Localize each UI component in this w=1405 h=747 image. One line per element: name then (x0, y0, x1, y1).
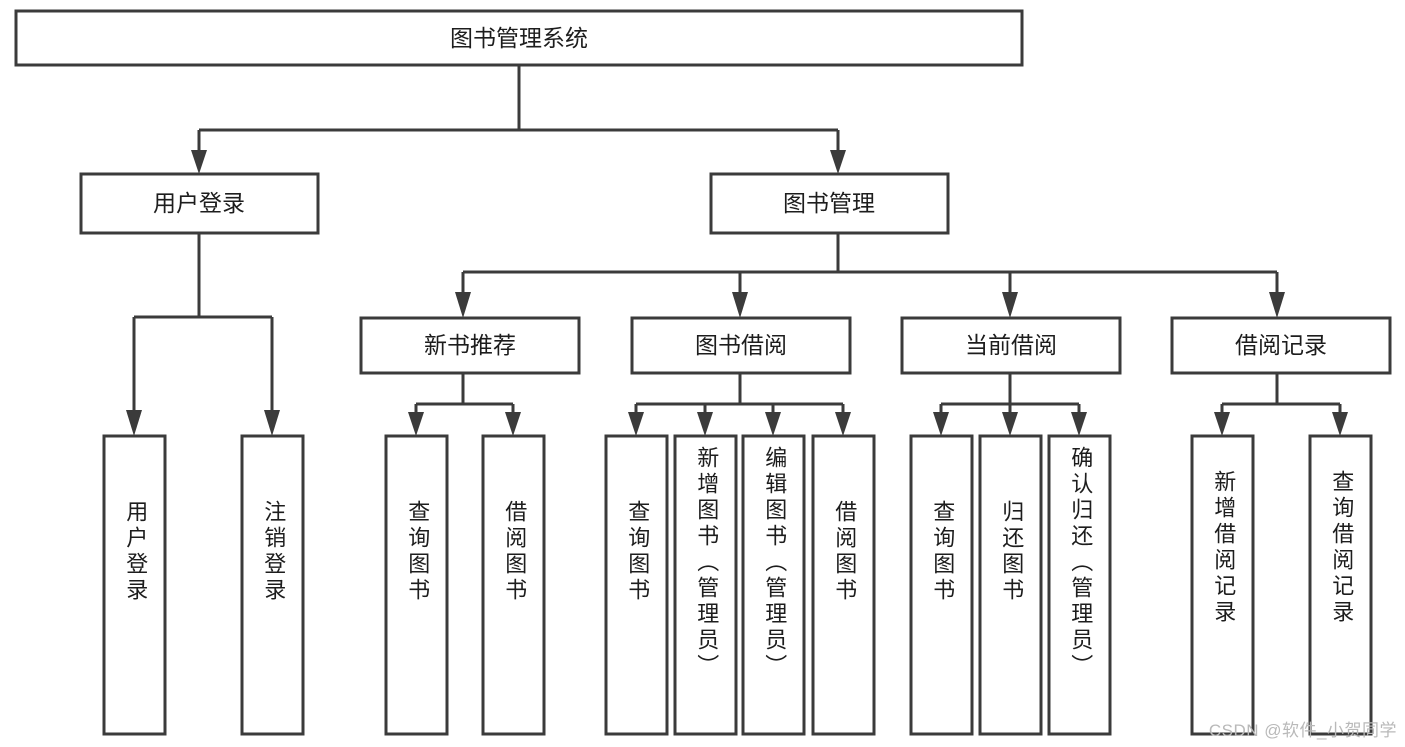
leaf-label-cb-query: 查询图书 (930, 500, 955, 604)
book-management-box[interactable] (709, 172, 950, 235)
leaf-label-bb-query: 查询图书 (625, 500, 650, 604)
leaf-box-cb-return[interactable] (978, 434, 1043, 736)
current-borrow-label: 当前借阅 (965, 332, 1057, 358)
leaf-box-cb-query[interactable] (909, 434, 974, 736)
arrow-newbook-leaf-1 (408, 412, 424, 436)
leaf-label-newbook-query: 查询图书 (405, 500, 430, 604)
arrow-currentborrow-leaf-3 (1071, 412, 1087, 436)
arrow-to-borrow-record (1269, 292, 1285, 318)
arrow-user-to-login (126, 410, 142, 436)
leaf-node[interactable]: 确认归还（管理员） (1047, 434, 1112, 736)
leaf-label-bb-add: 新增图书（管理员） (694, 446, 719, 680)
leaf-box-br-query[interactable] (1308, 434, 1373, 736)
arrow-bookborrow-leaf-4 (835, 412, 851, 436)
leaf-node[interactable]: 查询图书 (384, 434, 449, 736)
arrow-bookborrow-leaf-3 (765, 412, 781, 436)
book-management-label: 图书管理 (783, 190, 875, 216)
new-book-recommend-label: 新书推荐 (424, 332, 516, 358)
leaf-label-bb-edit: 编辑图书（管理员） (762, 446, 787, 680)
leaf-label-br-query: 查询借阅记录 (1329, 470, 1354, 626)
root-label: 图书管理系统 (450, 25, 588, 51)
leaf-node[interactable]: 借阅图书 (481, 434, 546, 736)
leaf-label-br-add: 新增借阅记录 (1211, 470, 1236, 626)
arrow-to-new-book (455, 292, 471, 318)
leaf-node[interactable]: 查询借阅记录 (1308, 434, 1373, 736)
leaf-label-cb-return: 归还图书 (999, 500, 1024, 604)
book-borrow-label: 图书借阅 (695, 332, 787, 358)
leaf-box-user-login[interactable] (102, 434, 167, 736)
node-book-borrow[interactable]: 图书借阅 (630, 316, 852, 375)
arrow-to-book-borrow (732, 292, 748, 318)
arrow-root-to-bookmgmt (830, 150, 846, 174)
user-login-box[interactable] (79, 172, 320, 235)
arrow-user-to-logout (264, 410, 280, 436)
leaf-box-bb-edit[interactable] (741, 434, 806, 736)
leaf-node[interactable]: 查询图书 (604, 434, 669, 736)
node-book-management[interactable]: 图书管理 (709, 172, 950, 235)
csdn-watermark: CSDN @软件_小贺同学 (1208, 721, 1397, 740)
arrow-currentborrow-leaf-1 (933, 412, 949, 436)
arrow-currentborrow-leaf-2 (1002, 412, 1018, 436)
borrow-record-label: 借阅记录 (1235, 332, 1327, 358)
leaf-box-cb-confirm[interactable] (1047, 434, 1112, 736)
connector-group (126, 65, 1348, 436)
arrow-bookborrow-leaf-1 (628, 412, 644, 436)
new-book-recommend-box[interactable] (359, 316, 581, 375)
arrow-bookborrow-leaf-2 (697, 412, 713, 436)
borrow-record-box[interactable] (1170, 316, 1392, 375)
leaf-box-newbook-query[interactable] (384, 434, 449, 736)
node-borrow-record[interactable]: 借阅记录 (1170, 316, 1392, 375)
leaf-node[interactable]: 新增图书（管理员） (673, 434, 738, 736)
node-user-login[interactable]: 用户登录 (79, 172, 320, 235)
leaf-node[interactable]: 编辑图书（管理员） (741, 434, 806, 736)
arrow-to-current-borrow (1002, 292, 1018, 318)
leaf-label-bb-borrow: 借阅图书 (832, 500, 857, 604)
arrow-borrowrecord-leaf-2 (1332, 412, 1348, 436)
leaf-node[interactable]: 归还图书 (978, 434, 1043, 736)
leaf-box-bb-add[interactable] (673, 434, 738, 736)
leaf-node[interactable]: 借阅图书 (811, 434, 876, 736)
leaf-label-logout: 注销登录 (261, 500, 286, 604)
node-new-book-recommend[interactable]: 新书推荐 (359, 316, 581, 375)
user-login-label: 用户登录 (153, 190, 245, 216)
leaf-label-user-login: 用户登录 (123, 500, 148, 604)
node-root-system[interactable]: 图书管理系统 (14, 9, 1024, 67)
arrow-borrowrecord-leaf-1 (1214, 412, 1230, 436)
leaf-box-br-add[interactable] (1190, 434, 1255, 736)
leaf-label-newbook-borrow: 借阅图书 (502, 500, 527, 604)
node-current-borrow[interactable]: 当前借阅 (900, 316, 1122, 375)
leaf-box-bb-query[interactable] (604, 434, 669, 736)
arrow-newbook-leaf-2 (505, 412, 521, 436)
book-borrow-box[interactable] (630, 316, 852, 375)
leaf-node[interactable]: 新增借阅记录 (1190, 434, 1255, 736)
current-borrow-box[interactable] (900, 316, 1122, 375)
arrow-root-to-user (191, 150, 207, 174)
leaf-node[interactable]: 注销登录 (240, 434, 305, 736)
leaf-node[interactable]: 查询图书 (909, 434, 974, 736)
leaf-box-logout[interactable] (240, 434, 305, 736)
leaf-box-bb-borrow[interactable] (811, 434, 876, 736)
root-box[interactable] (14, 9, 1024, 67)
leaf-box-newbook-borrow[interactable] (481, 434, 546, 736)
leaf-node[interactable]: 用户登录 (102, 434, 167, 736)
leaf-label-cb-confirm: 确认归还（管理员） (1068, 446, 1093, 680)
